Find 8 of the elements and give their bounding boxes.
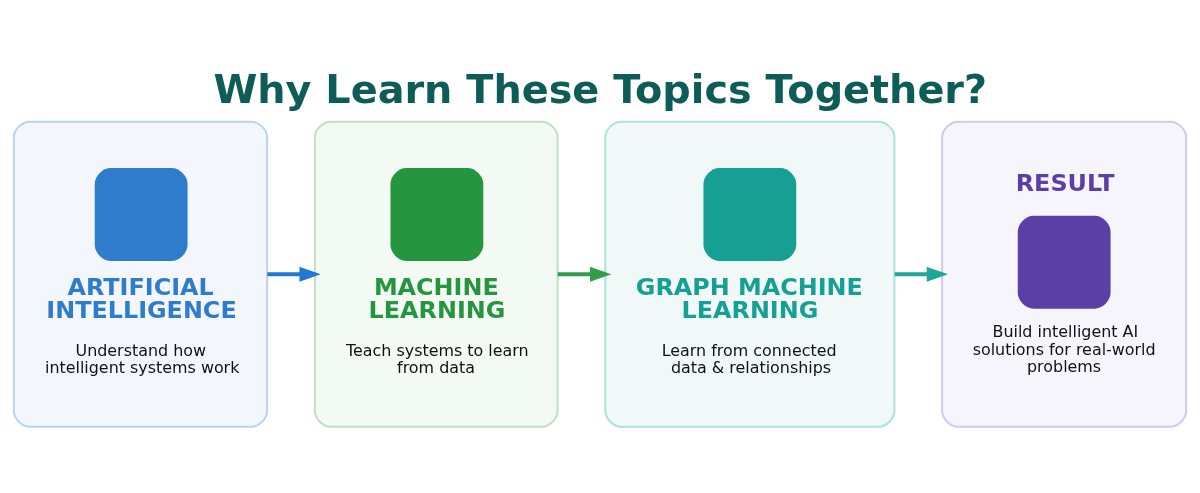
arrow <box>557 266 612 282</box>
node-box: RESULT Build intelligent AI solutions for real-world problems <box>941 120 1188 428</box>
arrow <box>267 266 321 282</box>
node-box: GRAPH MACHINE LEARNING Learn from connected data & relationships <box>604 120 896 428</box>
arrow <box>894 266 948 282</box>
node-box: MACHINE LEARNING Teach systems to learn from data <box>313 120 559 428</box>
node-box: ARTIFICIAL INTELLIGENCE Understand how intelligent systems work <box>12 120 269 428</box>
diagram-title: Why Learn These Topics Together? <box>213 65 988 112</box>
